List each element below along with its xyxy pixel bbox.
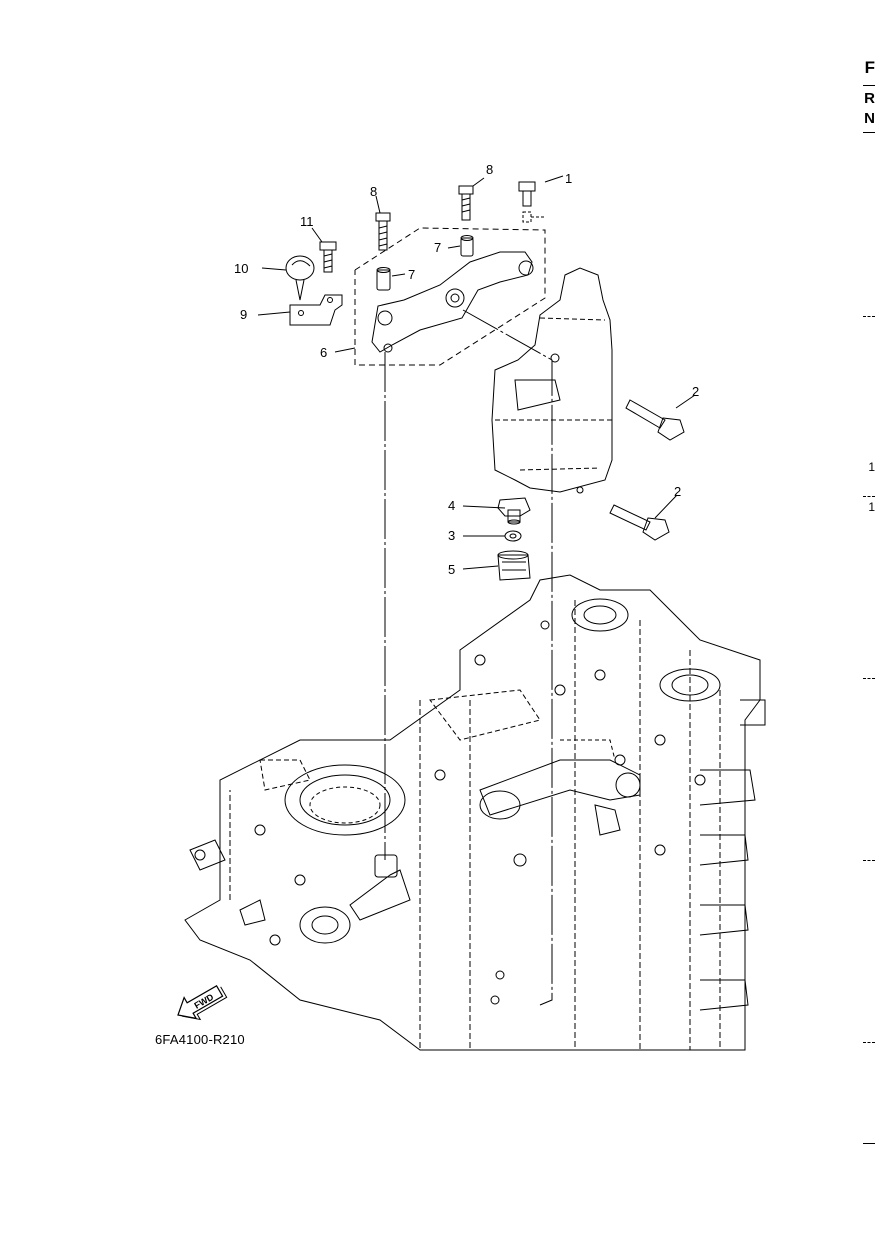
bolt-part-8-left xyxy=(375,212,391,251)
callout-7-right: 7 xyxy=(434,240,441,255)
washer-part-3 xyxy=(504,530,522,542)
edge-text-n: N xyxy=(864,110,875,127)
bolt-part-11 xyxy=(319,241,337,273)
edge-rule xyxy=(863,1143,875,1144)
edge-text-1a: 1 xyxy=(868,460,875,474)
edge-tick xyxy=(863,678,875,679)
collar-part-7-left xyxy=(376,267,391,291)
callout-11: 11 xyxy=(300,214,314,229)
edge-tick xyxy=(863,316,875,317)
group-outline xyxy=(354,227,546,366)
bolt-part-2-upper xyxy=(625,399,685,441)
callout-2-lower: 2 xyxy=(674,484,681,499)
callout-5: 5 xyxy=(448,562,455,577)
edge-rule xyxy=(863,85,875,86)
fwd-arrow-icon: FWD xyxy=(177,984,228,1021)
cap-part-5 xyxy=(497,550,531,581)
callout-6: 6 xyxy=(320,345,327,360)
bracket-part-6 xyxy=(371,251,534,353)
edge-tick xyxy=(863,1042,875,1043)
callout-9: 9 xyxy=(240,307,247,322)
callout-4: 4 xyxy=(448,498,455,513)
edge-text-1b: 1 xyxy=(868,500,875,514)
edge-tick xyxy=(863,496,875,497)
callout-8-left: 8 xyxy=(370,184,377,199)
callout-3: 3 xyxy=(448,528,455,543)
bolt-part-1 xyxy=(518,181,545,223)
starter-motor xyxy=(491,267,613,494)
collar-part-7-right xyxy=(460,235,474,257)
connector-part-10 xyxy=(285,255,315,301)
bolt-part-2-lower xyxy=(609,504,670,541)
edge-rule xyxy=(863,132,875,133)
engine-block xyxy=(184,574,766,1051)
bolt-part-8-right xyxy=(458,185,474,221)
edge-text-r: R xyxy=(864,90,875,107)
callout-1: 1 xyxy=(565,171,572,186)
leader-lines xyxy=(257,175,696,570)
clip-part-9 xyxy=(289,294,343,326)
callout-8-right: 8 xyxy=(486,162,493,177)
callout-7-left: 7 xyxy=(408,267,415,282)
edge-text-f: F xyxy=(864,58,875,77)
callout-10: 10 xyxy=(234,261,248,276)
diagram-code: 6FA4100-R210 xyxy=(155,1032,245,1047)
callout-2-upper: 2 xyxy=(692,384,699,399)
assembly-line-right xyxy=(462,309,553,1006)
edge-tick xyxy=(863,860,875,861)
nut-part-4 xyxy=(497,497,531,525)
